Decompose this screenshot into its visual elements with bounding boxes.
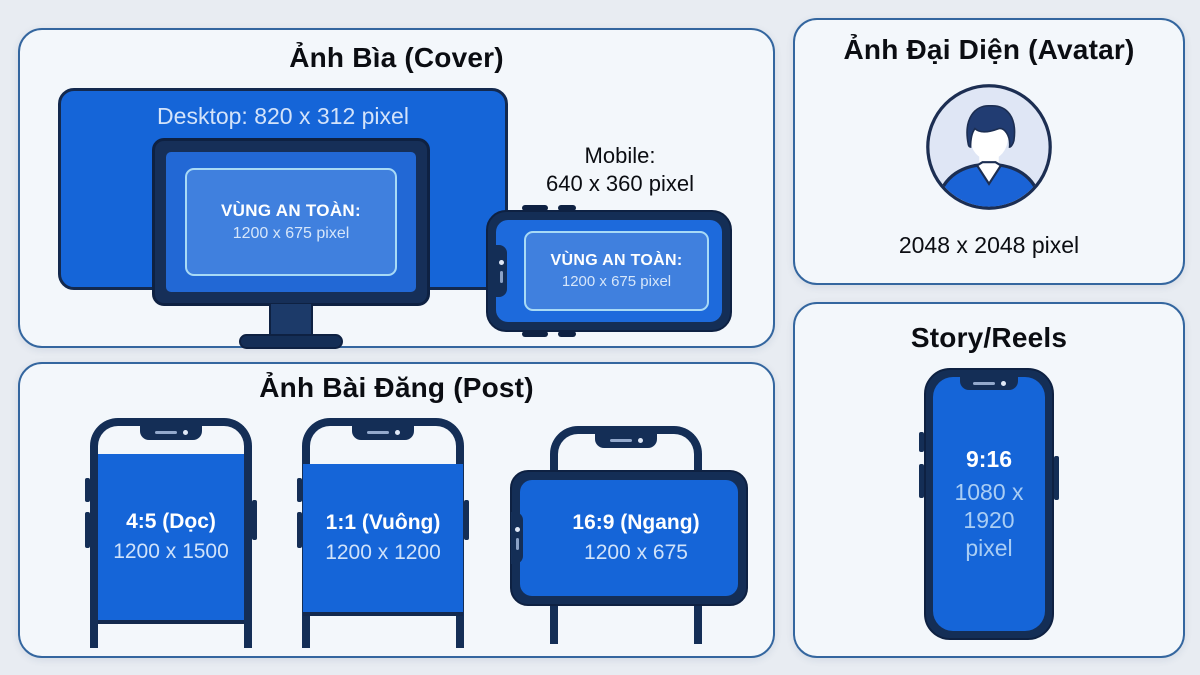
- speaker-icon: [515, 537, 519, 550]
- phone-side-button: [1054, 456, 1059, 500]
- story-size-label: 1080 x 1920 pixel: [933, 478, 1045, 562]
- camera-dot-icon: [514, 526, 520, 532]
- safe-zone-size: 1200 x 675 pixel: [232, 225, 350, 242]
- post-panel: Ảnh Bài Đăng (Post) 4:5 (Dọc) 1200 x 150…: [18, 362, 775, 658]
- phone-side-button: [297, 512, 302, 548]
- camera-dot-icon: [182, 430, 188, 435]
- speaker-icon: [154, 431, 177, 434]
- story-size-value: 1080 x 1920: [954, 479, 1024, 533]
- phone-side-button: [297, 478, 302, 502]
- ratio-label: 16:9 (Ngang): [572, 511, 700, 534]
- monitor-stand-neck: [269, 304, 313, 336]
- post-phone-1-1: 1:1 (Vuông) 1200 x 1200: [297, 418, 469, 648]
- mobile-safe-zone: VÙNG AN TOÀN: 1200 x 675 pixel: [524, 231, 709, 311]
- phone-top-button: [558, 205, 576, 211]
- phone-side-button: [919, 464, 924, 498]
- avatar-size-label: 2048 x 2048 pixel: [898, 232, 1080, 258]
- phone-bottom-button: [522, 331, 548, 337]
- speaker-icon: [366, 431, 389, 434]
- post-image-16-9: 16:9 (Ngang) 1200 x 675: [520, 480, 738, 596]
- phone-top-button: [522, 205, 548, 211]
- cover-panel-title: Ảnh Bìa (Cover): [289, 42, 504, 73]
- desktop-monitor: VÙNG AN TOÀN: 1200 x 675 pixel: [152, 138, 430, 306]
- camera-dot-icon: [637, 438, 643, 443]
- phone-side-button: [85, 478, 90, 502]
- mobile-size-label: Mobile: 640 x 360 pixel: [500, 142, 740, 198]
- phone-notch-icon: [352, 425, 414, 440]
- avatar-illustration: [926, 84, 1052, 210]
- mobile-label-line2: 640 x 360 pixel: [546, 171, 694, 196]
- story-panel: Story/Reels 9:16 1080 x 1920 pixel: [793, 302, 1185, 658]
- ratio-label: 1:1 (Vuông): [325, 511, 441, 534]
- camera-dot-icon: [498, 259, 504, 265]
- size-label: 1200 x 1500: [113, 540, 229, 563]
- phone-notch-icon: [140, 425, 202, 440]
- story-ratio-label: 9:16: [965, 446, 1013, 472]
- phone-side-button: [85, 512, 90, 548]
- safe-zone-size: 1200 x 675 pixel: [561, 273, 672, 290]
- story-phone: 9:16 1080 x 1920 pixel: [919, 368, 1059, 640]
- speaker-icon: [609, 439, 632, 442]
- phone-notch-icon: [595, 433, 657, 448]
- phone-bottom-button: [558, 331, 576, 337]
- post-phone-4-5: 4:5 (Dọc) 1200 x 1500: [85, 418, 257, 648]
- mobile-cover-phone: VÙNG AN TOÀN: 1200 x 675 pixel: [486, 205, 732, 337]
- monitor-screen: VÙNG AN TOÀN: 1200 x 675 pixel: [166, 152, 416, 292]
- camera-dot-icon: [394, 430, 400, 435]
- story-size-unit: pixel: [965, 535, 1013, 561]
- phone-notch-icon: [495, 245, 507, 297]
- post-panel-title: Ảnh Bài Đăng (Post): [259, 372, 534, 403]
- ratio-label: 4:5 (Dọc): [126, 510, 216, 533]
- phone-side-button: [464, 500, 469, 540]
- avatar-icon: [924, 82, 1054, 212]
- size-label: 1200 x 675: [584, 541, 688, 564]
- camera-dot-icon: [1000, 380, 1006, 386]
- story-panel-title: Story/Reels: [910, 322, 1068, 353]
- post-phone-16-9: 16:9 (Ngang) 1200 x 675: [510, 470, 748, 606]
- monitor-stand-base: [239, 334, 343, 349]
- phone-side-button: [252, 500, 257, 540]
- speaker-icon: [972, 381, 995, 385]
- avatar-panel-title: Ảnh Đại Diện (Avatar): [843, 34, 1135, 65]
- phone-notch-icon: [960, 376, 1018, 390]
- safe-zone-title: VÙNG AN TOÀN:: [221, 201, 361, 220]
- mobile-label-line1: Mobile:: [584, 143, 656, 168]
- phone-notch-icon: [511, 512, 523, 564]
- mobile-phone-screen: VÙNG AN TOÀN: 1200 x 675 pixel: [495, 220, 722, 322]
- story-screen: 9:16 1080 x 1920 pixel: [933, 377, 1045, 631]
- phone-side-button: [919, 432, 924, 452]
- post-image-4-5: 4:5 (Dọc) 1200 x 1500: [98, 454, 244, 624]
- safe-zone-title: VÙNG AN TOÀN:: [550, 252, 683, 269]
- avatar-panel: Ảnh Đại Diện (Avatar) 2048 x 2048 pixel: [793, 18, 1185, 285]
- post-image-1-1: 1:1 (Vuông) 1200 x 1200: [303, 464, 463, 616]
- desktop-safe-zone: VÙNG AN TOÀN: 1200 x 675 pixel: [185, 168, 397, 276]
- size-label: 1200 x 1200: [325, 541, 441, 564]
- cover-panel: Ảnh Bìa (Cover) Desktop: 820 x 312 pixel…: [18, 28, 775, 349]
- speaker-icon: [499, 270, 503, 283]
- desktop-size-label: Desktop: 820 x 312 pixel: [157, 103, 409, 129]
